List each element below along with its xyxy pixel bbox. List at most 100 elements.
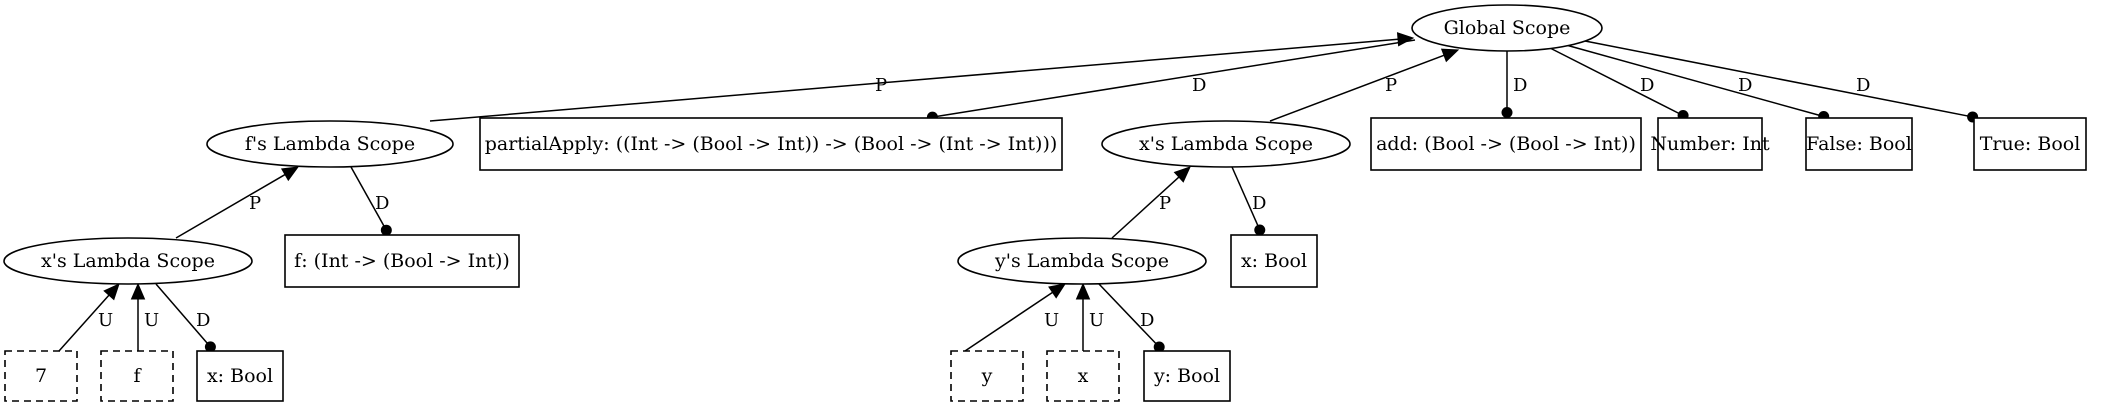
edge-use-7-to-x-lambda-l: U [58,283,120,352]
edge-label: U [1089,310,1104,331]
node-label: 7 [35,365,47,387]
edge-label: D [1640,75,1654,96]
edge-label: P [875,75,887,96]
node-x-lambda-r: x's Lambda Scope [1101,120,1351,168]
edge-line [1565,44,1824,118]
edge-line [429,38,1399,122]
edge-label: P [249,193,261,214]
declaration-box [1143,350,1231,402]
edge-line [1231,166,1261,231]
dot-head [1254,224,1266,236]
node-f-lambda: f's Lambda Scope [206,120,454,168]
edge-line [58,294,110,352]
edge-global-to-true: D [1584,40,1979,123]
node-true: True: Bool [1973,117,2087,171]
node-false: False: Bool [1805,117,1913,171]
edge-label: D [1738,75,1752,96]
edge-line [155,283,211,348]
node-global: Global Scope [1411,4,1603,52]
declaration-box [196,350,284,402]
scope-ellipse [3,237,253,285]
arrow-head [1048,283,1067,299]
edge-label: D [375,193,389,214]
dot-head [1153,341,1165,353]
node-use-x: x [1046,350,1120,402]
edge-x-lambda-r-to-global: P [1269,48,1460,122]
declaration-box [1973,117,2087,171]
arrow-head [1075,282,1091,300]
declaration-box [1370,117,1642,171]
arrow-head [1440,48,1460,63]
node-label: f's Lambda Scope [245,133,415,155]
arrow-head [130,282,146,300]
scope-ellipse [1411,4,1603,52]
edge-y-lambda-to-x-lambda-r: P [1111,166,1191,239]
scope-ellipse [1101,120,1351,168]
node-use-y: y [950,350,1024,402]
reference-box [4,350,78,402]
arrow-head [1396,32,1415,47]
edge-label: D [1252,193,1266,214]
edge-line [350,166,387,231]
dot-head [1501,107,1513,118]
node-label: x: Bool [207,365,273,387]
edge-line [1584,40,1973,118]
edge-global-to-add: D [1501,51,1527,118]
node-x-lambda-l: x's Lambda Scope [3,237,253,285]
edge-label: D [196,310,210,331]
edge-label: U [98,310,113,331]
edge-line [964,291,1053,352]
node-label: False: Bool [1806,133,1912,155]
edge-label: U [144,310,159,331]
arrow-head [103,283,120,301]
node-label: f [133,365,142,387]
node-label: f: (Int -> (Bool -> Int)) [294,250,510,272]
edge-label: U [1044,310,1059,331]
node-f-decl: f: (Int -> (Bool -> Int)) [284,234,520,288]
edge-f-lambda-to-global: P [429,32,1415,122]
reference-box [950,350,1024,402]
edge-use-y-to-y-lambda: U [964,283,1067,352]
node-label: add: (Bool -> (Bool -> Int)) [1376,133,1636,155]
node-number: Number: Int [1650,117,1770,171]
reference-box [100,350,174,402]
node-label: partialApply: ((Int -> (Bool -> Int)) ->… [485,133,1058,155]
edge-y-lambda-to-y-bool: D [1098,283,1165,353]
edge-x-lambda-l-to-f-lambda: P [175,166,300,239]
node-label: y [981,365,993,387]
edge-line [175,173,286,239]
scope-ellipse [206,120,454,168]
node-use-f: f [100,350,174,402]
edge-use-x-to-y-lambda: U [1075,282,1104,351]
node-label: x: Bool [1241,250,1307,272]
node-label: y: Bool [1153,365,1220,387]
edge-line [1269,54,1445,122]
arrow-head [1173,166,1191,183]
node-partial: partialApply: ((Int -> (Bool -> Int)) ->… [479,117,1063,171]
node-label: x's Lambda Scope [1139,133,1313,155]
declaration-box [284,234,520,288]
edge-global-to-number: D [1549,47,1689,122]
declaration-box [479,117,1063,171]
dot-head [380,224,392,236]
node-add: add: (Bool -> (Bool -> Int)) [1370,117,1642,171]
node-use-7: 7 [4,350,78,402]
node-label: True: Bool [1980,133,2081,155]
edge-line [1549,47,1684,117]
node-x-bool-r: x: Bool [1230,234,1318,288]
edge-label: P [1385,75,1397,96]
dot-head [204,341,216,353]
edge-x-lambda-r-to-x-bool-r: D [1231,166,1266,236]
node-label: Global Scope [1444,17,1571,39]
edge-line [1111,176,1180,239]
edge-label: D [1856,75,1870,96]
node-x-bool-l: x: Bool [196,350,284,402]
declaration-box [1805,117,1913,171]
node-layer: Global Scope f's Lambda Scope partialApply… [3,4,2087,402]
edge-label: D [1140,310,1154,331]
reference-box [1046,350,1120,402]
edge-use-f-to-x-lambda-l: U [130,282,159,351]
edge-label: P [1159,193,1171,214]
